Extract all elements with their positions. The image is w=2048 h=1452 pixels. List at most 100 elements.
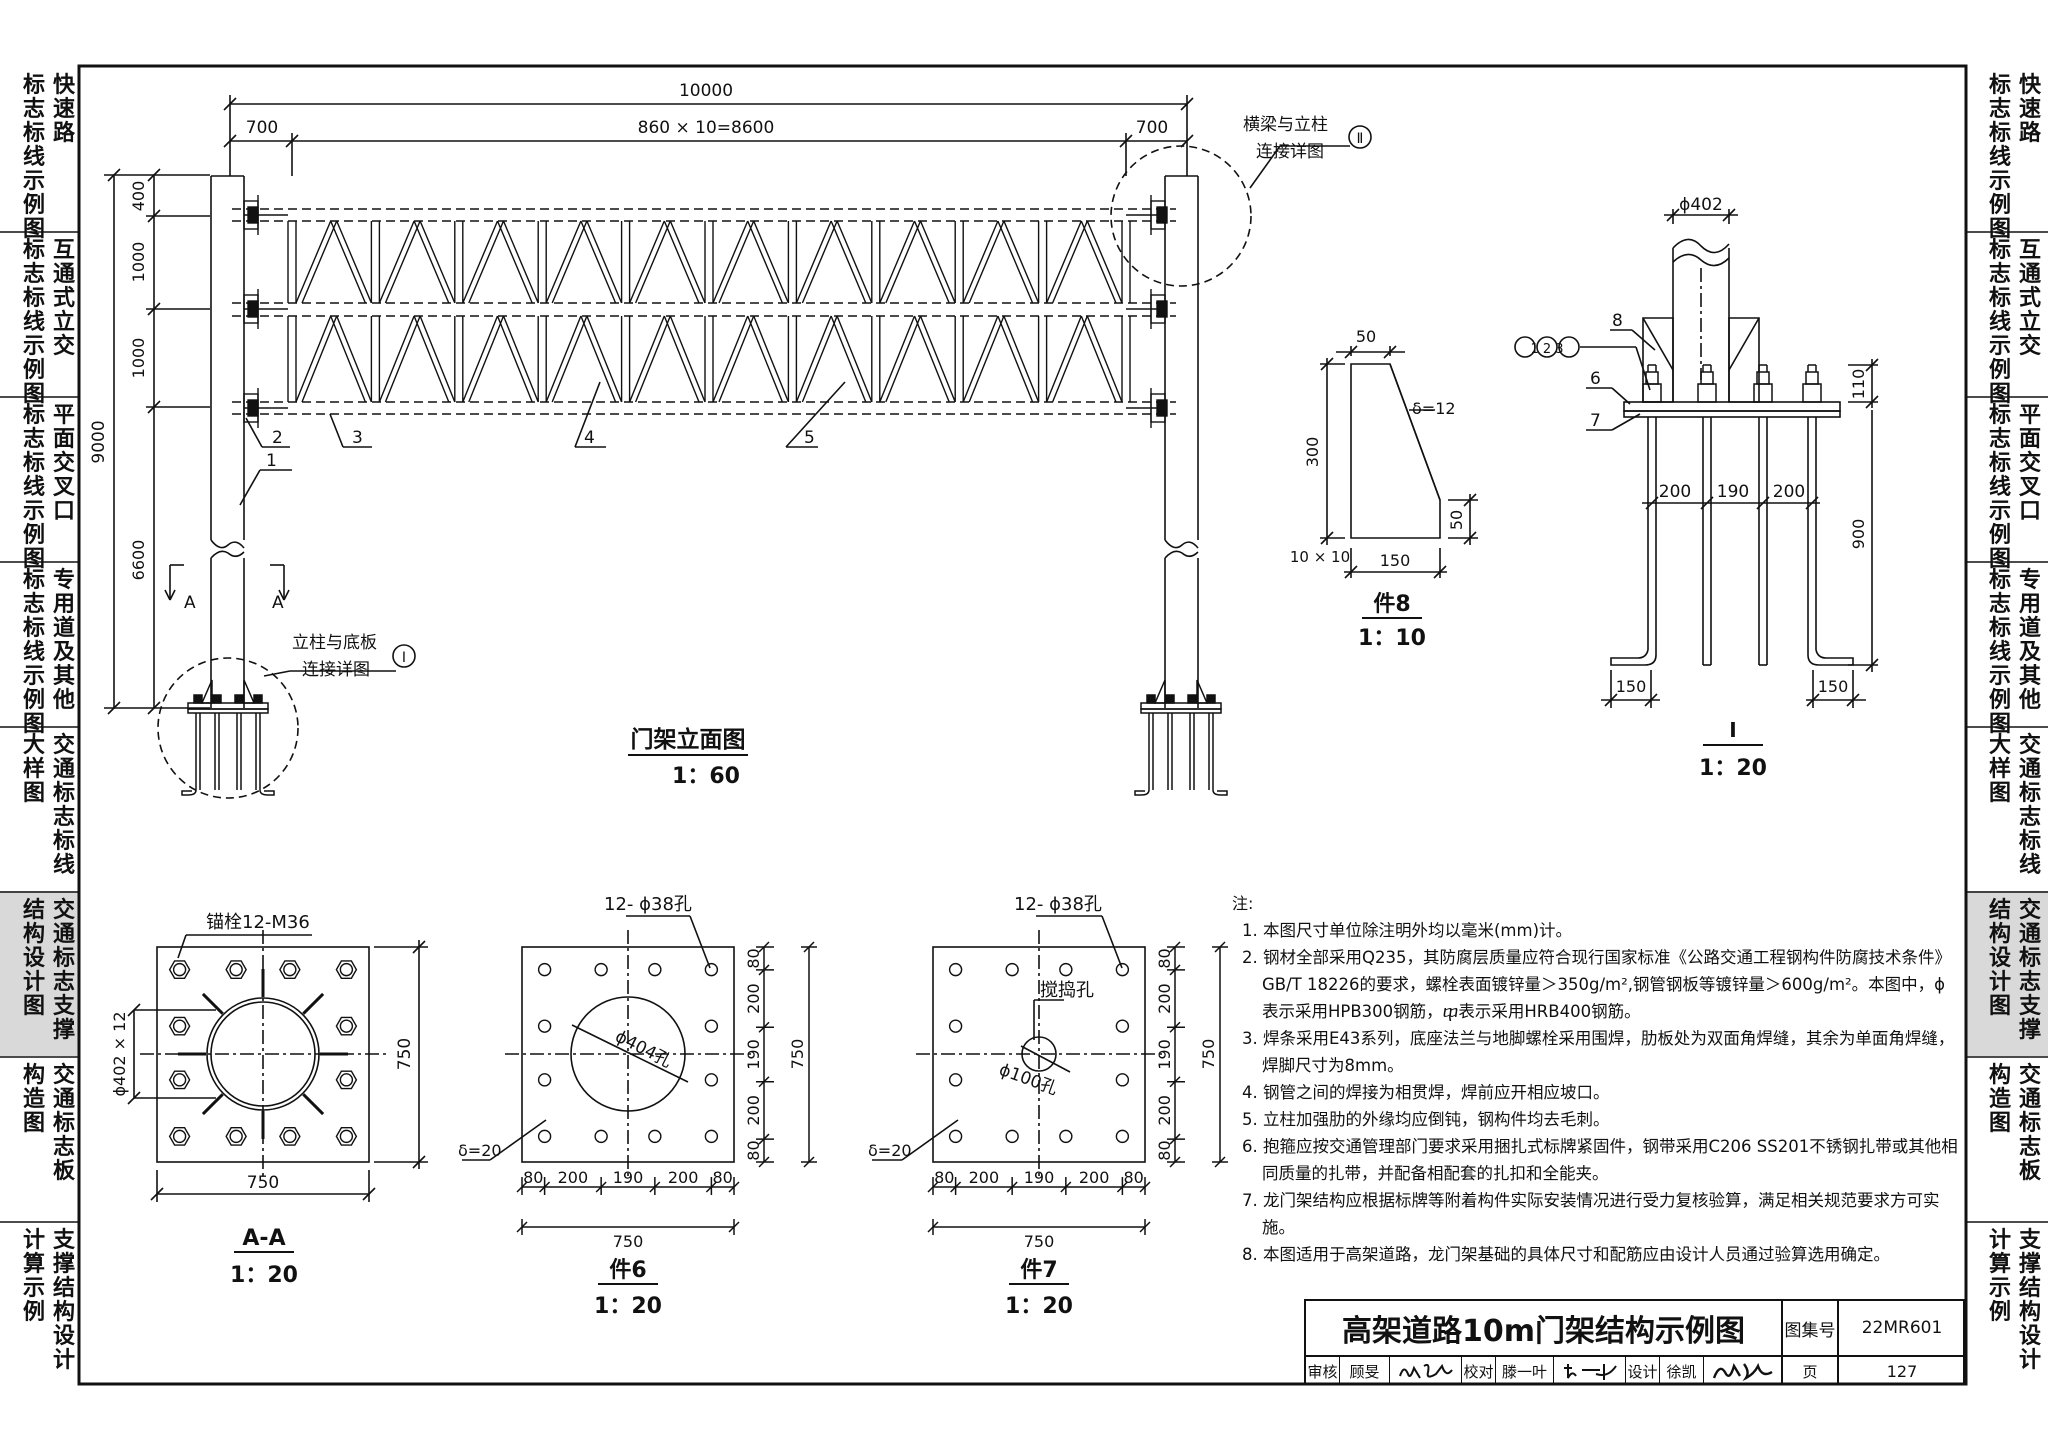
aa-nut [168, 1016, 191, 1036]
note-item: 1. 本图尺寸单位除注明外均以毫米(mm)计。 [1242, 921, 1573, 940]
nav-tab-sub: 大样图 [1988, 733, 2011, 806]
truss-diagonal [795, 220, 832, 304]
truss-diagonal [580, 315, 617, 403]
dim-label-v: 200 [744, 983, 763, 1014]
nav-tab[interactable]: 计算示例支撑结构设计 [1966, 1221, 2048, 1386]
dim-label-v: 80 [744, 1140, 763, 1160]
truss-diagonal [801, 220, 838, 304]
dim-label-v: 200 [1155, 983, 1174, 1014]
nav-tab-sub: 计算示例 [1988, 1228, 2011, 1325]
detail-nut [1753, 383, 1773, 403]
aa-nut [168, 1070, 191, 1090]
nav-tab[interactable]: 标志标线示例图互通式立交 [1966, 231, 2048, 407]
truss-diagonal [669, 220, 706, 304]
nav-tab[interactable]: 结构设计图交通标志支撑 [0, 891, 79, 1056]
anchor-nut [193, 694, 203, 704]
nav-tab[interactable]: 标志标线示例图快速路 [1966, 66, 2048, 242]
truss-diagonal [586, 315, 623, 403]
aa-bolt [283, 962, 297, 977]
truss-diagonal [919, 315, 956, 403]
dim-750-h: 750 [613, 1232, 644, 1251]
part6-title: 件6 [609, 1258, 646, 1283]
truss-diagonal [1051, 220, 1088, 304]
nav-tab-sub: 标志标线示例图 [1988, 403, 2011, 572]
nav-tab[interactable]: 标志标线示例图专用道及其他 [0, 561, 79, 737]
nav-tab[interactable]: 结构设计图交通标志支撑 [1966, 891, 2048, 1056]
nav-tab-main: 支撑结构设计 [2018, 1228, 2041, 1373]
part-label-3: 3 [352, 428, 363, 448]
part7-title: 件7 [1020, 1258, 1057, 1283]
dim-tick [803, 1156, 815, 1168]
truss-diagonal [301, 220, 338, 304]
p7-hole [1005, 962, 1019, 977]
part6-drawing: ϕ404孔 12- ϕ38孔 δ=20 80802002001901902002… [458, 894, 817, 1319]
nav-tab[interactable]: 大样图交通标志标线 [1966, 726, 2048, 891]
dim-tick [539, 1181, 551, 1193]
dim-tick [1214, 941, 1226, 953]
dim-tick [649, 1181, 661, 1193]
part7-pour-hole: 搅捣孔 [1040, 980, 1094, 1001]
nav-tab[interactable]: 构造图交通标志板 [0, 1056, 79, 1221]
note-item: 6. 抱箍应按交通管理部门要求采用捆扎式标牌紧固件，钢带采用C206 SS201… [1242, 1137, 1958, 1183]
truss-diagonal [997, 315, 1034, 403]
anchor-nut [253, 694, 263, 704]
nav-tab-main: 专用道及其他 [2018, 568, 2041, 713]
dim-tick [1060, 1181, 1072, 1193]
elevation-title: 门架立面图 [631, 726, 746, 753]
nav-tab-main: 交通标志支撑 [2018, 898, 2041, 1043]
part8-scale: 1：10 [1358, 626, 1426, 651]
dim-tick [728, 1221, 740, 1233]
nav-tab[interactable]: 标志标线示例图平面交叉口 [0, 396, 79, 572]
detail-circle-ii [1110, 145, 1252, 287]
nav-tab[interactable]: 标志标线示例图互通式立交 [0, 231, 79, 407]
truss-diagonal [586, 220, 623, 304]
truss-diagonal [1086, 315, 1123, 403]
truss-diagonal [295, 220, 332, 304]
nav-tab[interactable]: 标志标线示例图平面交叉口 [1966, 396, 2048, 572]
dim-tick [516, 1221, 528, 1233]
part8-dim-300: 300 [1303, 437, 1322, 468]
dim-tick [1139, 1181, 1151, 1193]
truss-diagonal [997, 220, 1034, 304]
p6-hole [594, 1129, 608, 1144]
dim-label-h: 200 [668, 1168, 699, 1187]
dim-tick [516, 1181, 528, 1193]
truss-diagonal [712, 220, 749, 304]
callout-top: 横梁与立柱 [1243, 115, 1328, 135]
check-label: 校对 [1462, 1357, 1496, 1385]
nav-tab-sub: 大样图 [22, 733, 45, 806]
note-item: 4. 钢管之间的焊接为相贯焊，焊前应开相应坡口。 [1242, 1083, 1610, 1102]
nav-tab[interactable]: 计算示例支撑结构设计 [0, 1221, 79, 1386]
truss-diagonal [801, 315, 838, 403]
dim-tick [1169, 1156, 1181, 1168]
p7-hole [1115, 962, 1130, 977]
nav-tab-main: 交通标志板 [2018, 1063, 2041, 1184]
detail-title: Ⅰ [1729, 718, 1736, 742]
truss-diagonal [336, 315, 373, 403]
dim-label-h: 190 [1024, 1168, 1055, 1187]
dim-tick [1169, 964, 1181, 976]
p7-hole [1059, 1129, 1073, 1144]
aa-bolt [172, 1129, 187, 1144]
detail-label-7: 7 [1590, 411, 1601, 431]
detail-dim-110: 110 [1849, 369, 1868, 400]
truss-diagonal [384, 315, 421, 403]
part-label-4: 4 [584, 428, 595, 448]
callout-top2: 连接详图 [1256, 142, 1324, 162]
review-label: 审核 [1306, 1357, 1340, 1385]
bolt-head [247, 206, 259, 224]
truss-diagonal [830, 315, 867, 403]
p6-hole [704, 1129, 719, 1144]
aa-bolt [339, 1129, 354, 1144]
nav-tab[interactable]: 大样图交通标志标线 [0, 726, 79, 891]
dim-750-v: 750 [788, 1039, 807, 1070]
nav-tab[interactable]: 构造图交通标志板 [1966, 1056, 2048, 1221]
anchor-nut [1165, 694, 1175, 704]
nav-tab-main: 平面交叉口 [2018, 403, 2041, 524]
nav-tab[interactable]: 标志标线示例图专用道及其他 [1966, 561, 2048, 737]
anchor-nut [234, 694, 244, 704]
nav-tab[interactable]: 标志标线示例图快速路 [0, 66, 79, 242]
dim-label-h: 80 [934, 1168, 954, 1187]
notes-head: 注: [1232, 894, 1254, 913]
part6-holes: 12- ϕ38孔 [604, 894, 692, 915]
